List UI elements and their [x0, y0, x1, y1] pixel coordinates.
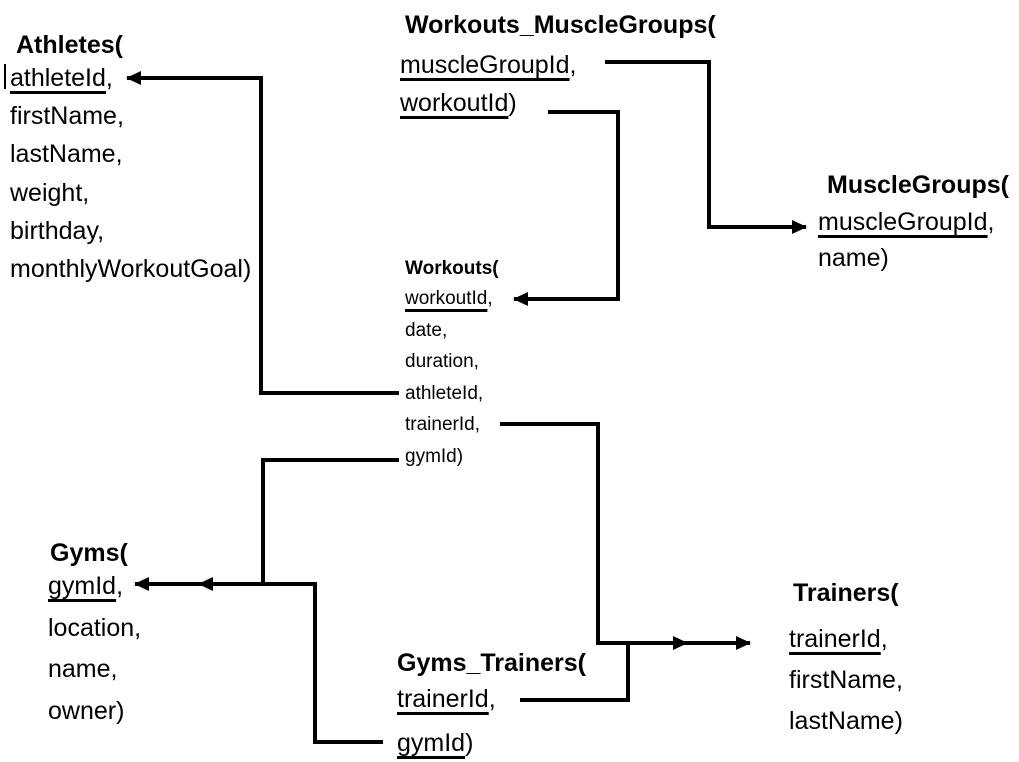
column-suffix: , [895, 666, 903, 694]
text-cursor-artifact [4, 64, 6, 89]
primary-key-name: muscleGroupId [400, 51, 570, 79]
table-columns-gyms-trainers: trainerId,gymId) [397, 677, 496, 762]
connector-wmg-musclegroupid-to-musclegroups [605, 60, 807, 234]
table-title-athletes: Athletes( [16, 31, 123, 59]
column-suffix: ) [465, 729, 474, 757]
column-suffix: , [82, 178, 90, 207]
table-title-musclegroups: MuscleGroups( [827, 171, 1009, 199]
column-suffix: ) [894, 707, 903, 735]
table-title-gyms-trainers: Gyms_Trainers( [397, 649, 586, 677]
column-suffix: , [987, 208, 995, 236]
column-suffix: , [97, 216, 105, 245]
column-name: lastName [789, 707, 895, 735]
connector-gymstrainers-gymid-to-gyms [198, 577, 383, 744]
column-name: athleteId [405, 382, 478, 404]
table-columns-workouts: workoutId,date,duration,athleteId,traine… [405, 283, 493, 472]
column-gyms-trainers-trainerId: trainerId, [397, 677, 496, 721]
column-athletes-weight: weight, [10, 174, 251, 212]
column-trainers-firstName: firstName, [789, 660, 903, 701]
table-columns-workouts-musclegroups: muscleGroupId,workoutId) [400, 46, 576, 122]
column-name: lastName [10, 140, 116, 169]
table-columns-trainers: trainerId,firstName,lastName) [789, 619, 903, 742]
column-athletes-birthday: birthday, [10, 212, 251, 250]
column-trainers-lastName: lastName) [789, 701, 903, 742]
connector-workouts-gymid-to-gyms [134, 458, 399, 591]
column-name: gymId [405, 445, 457, 467]
column-suffix: , [569, 51, 577, 79]
column-suffix: , [110, 655, 118, 683]
table-columns-athletes: athleteId,firstName,lastName,weight,birt… [10, 59, 251, 288]
column-suffix: ) [116, 696, 125, 725]
column-suffix: , [115, 140, 123, 169]
column-workouts-date: date, [405, 315, 493, 347]
column-gyms-location: location, [48, 608, 141, 650]
column-suffix: ) [456, 445, 464, 467]
column-name: name [818, 244, 881, 272]
column-workouts-gymId: gymId) [405, 441, 493, 473]
column-name: firstName [10, 102, 117, 131]
table-columns-gyms: gymId,location,name,owner) [48, 566, 141, 732]
column-suffix: , [105, 64, 113, 92]
column-athletes-athleteId: athleteId, [10, 59, 251, 97]
column-suffix: , [116, 572, 124, 600]
column-suffix: , [441, 319, 448, 341]
column-suffix: ) [880, 244, 889, 272]
primary-key-name: muscleGroupId [818, 208, 988, 236]
table-title-trainers: Trainers( [793, 579, 899, 607]
column-suffix: , [473, 351, 479, 372]
table-columns-musclegroups: muscleGroupId,name) [818, 204, 994, 276]
column-musclegroups-name: name) [818, 240, 994, 276]
column-workouts-trainerId: trainerId, [405, 409, 493, 441]
connector-workouts-athleteid-to-athletes [126, 71, 399, 395]
column-athletes-monthlyWorkoutGoal: monthlyWorkoutGoal) [10, 250, 251, 288]
column-suffix: ) [508, 89, 517, 117]
column-suffix: , [116, 102, 124, 131]
column-name: weight [10, 178, 83, 207]
column-name: date [405, 319, 442, 341]
column-gyms-gymId: gymId, [48, 566, 141, 608]
column-workouts-athleteId: athleteId, [405, 378, 493, 410]
connector-wmg-workoutid-to-workouts [513, 110, 620, 306]
column-suffix: , [487, 288, 493, 309]
column-name: location [48, 613, 135, 642]
primary-key-name: gymId [48, 572, 117, 600]
column-workouts-duration: duration, [405, 346, 493, 378]
column-workouts-workoutId: workoutId, [405, 283, 493, 315]
column-gyms-owner: owner) [48, 691, 141, 733]
column-workouts-musclegroups-workoutId: workoutId) [400, 84, 576, 122]
primary-key-name: workoutId [400, 89, 509, 117]
column-suffix: , [134, 613, 142, 642]
column-suffix: , [880, 625, 888, 653]
primary-key-name: trainerId [397, 685, 489, 713]
primary-key-name: workoutId [405, 288, 488, 309]
connector-workouts-trainerid-to-trainers [500, 422, 751, 650]
column-trainers-trainerId: trainerId, [789, 619, 903, 660]
primary-key-name: athleteId [10, 64, 106, 92]
column-suffix: , [488, 685, 496, 713]
primary-key-name: trainerId [789, 625, 881, 653]
column-athletes-lastName: lastName, [10, 135, 251, 173]
table-title-workouts: Workouts( [405, 258, 499, 279]
column-name: name [48, 655, 111, 683]
column-suffix: , [477, 382, 484, 404]
primary-key-name: gymId [397, 729, 466, 757]
column-name: trainerId [405, 414, 475, 435]
column-name: duration [405, 351, 474, 372]
column-name: monthlyWorkoutGoal [10, 255, 243, 284]
column-suffix: ) [242, 255, 252, 284]
column-name: owner [48, 696, 117, 725]
column-gyms-trainers-gymId: gymId) [397, 721, 496, 762]
column-athletes-firstName: firstName, [10, 97, 251, 135]
column-suffix: , [474, 414, 480, 435]
column-musclegroups-muscleGroupId: muscleGroupId, [818, 204, 994, 240]
table-title-workouts-musclegroups: Workouts_MuscleGroups( [405, 11, 716, 39]
column-name: birthday [10, 216, 98, 245]
column-name: firstName [789, 666, 896, 694]
table-title-gyms: Gyms( [50, 539, 128, 567]
connector-gymstrainers-trainerid-to-trainers [520, 636, 688, 702]
column-workouts-musclegroups-muscleGroupId: muscleGroupId, [400, 46, 576, 84]
column-gyms-name: name, [48, 649, 141, 691]
